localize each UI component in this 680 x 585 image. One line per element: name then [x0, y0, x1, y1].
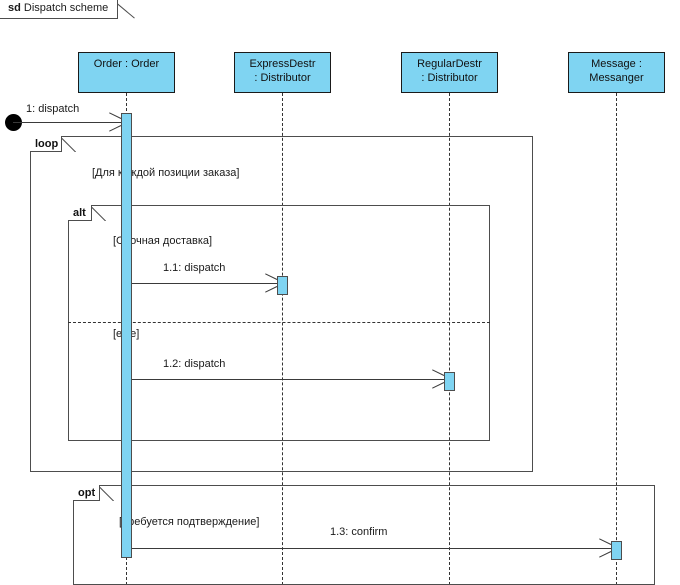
message-12-arrowhead	[431, 372, 443, 386]
fragment-loop[interactable]	[30, 136, 533, 472]
diagram-frame-tab-corner	[118, 0, 136, 19]
fragment-alt-tab-corner	[92, 205, 106, 221]
participant-message-label-1: Message :	[591, 58, 642, 70]
fragment-alt-guard: [Срочная доставка]	[113, 235, 213, 247]
message-13-label: 1.3: confirm	[330, 526, 388, 538]
fragment-opt-label: opt	[78, 487, 96, 499]
message-11-arrowhead	[264, 276, 276, 290]
activation-expressdestr	[277, 276, 288, 295]
message-12-label: 1.2: dispatch	[163, 358, 226, 370]
activation-message	[611, 541, 622, 560]
participant-expressdestr[interactable]: ExpressDestr : Distributor	[234, 52, 331, 93]
fragment-opt-tab-corner	[100, 485, 114, 501]
lifeline-message	[616, 93, 617, 585]
fragment-opt-guard: [Требуется подтверждение]	[119, 516, 260, 528]
message-1-arrowhead	[108, 115, 120, 129]
message-13-arrowhead	[598, 541, 610, 555]
fragment-alt-label: alt	[73, 207, 86, 219]
message-12-line[interactable]	[132, 379, 444, 380]
fragment-loop-label: loop	[35, 138, 59, 150]
lifeline-expressdestr	[282, 93, 283, 585]
fragment-loop-guard: [Для каждой позиции заказа]	[92, 167, 240, 179]
participant-regulardestr-label-2: : Distributor	[421, 72, 478, 84]
diagram-title: sd Dispatch scheme	[8, 2, 108, 14]
participant-order[interactable]: Order : Order	[78, 52, 175, 93]
participant-message[interactable]: Message : Messanger	[568, 52, 665, 93]
message-13-line[interactable]	[132, 548, 611, 549]
fragment-alt-divider	[68, 322, 490, 323]
fragment-alt[interactable]	[68, 205, 490, 441]
message-11-line[interactable]	[132, 283, 277, 284]
participant-order-label: Order : Order	[93, 58, 160, 70]
participant-expressdestr-label-2: : Distributor	[254, 72, 311, 84]
participant-regulardestr[interactable]: RegularDestr : Distributor	[401, 52, 498, 93]
activation-order	[121, 113, 132, 558]
participant-message-label-2: Messanger	[589, 72, 644, 84]
fragment-loop-tab-corner	[62, 136, 76, 152]
diagram-kind-keyword: sd	[8, 2, 21, 14]
activation-regulardestr	[444, 372, 455, 391]
diagram-title-text: Dispatch scheme	[23, 2, 109, 14]
lifeline-regulardestr	[449, 93, 450, 585]
participant-expressdestr-label-1: ExpressDestr	[249, 58, 316, 70]
message-11-label: 1.1: dispatch	[163, 262, 226, 274]
message-1-line[interactable]	[13, 122, 121, 123]
participant-regulardestr-label-1: RegularDestr	[417, 58, 482, 70]
message-1-label: 1: dispatch	[26, 103, 80, 115]
